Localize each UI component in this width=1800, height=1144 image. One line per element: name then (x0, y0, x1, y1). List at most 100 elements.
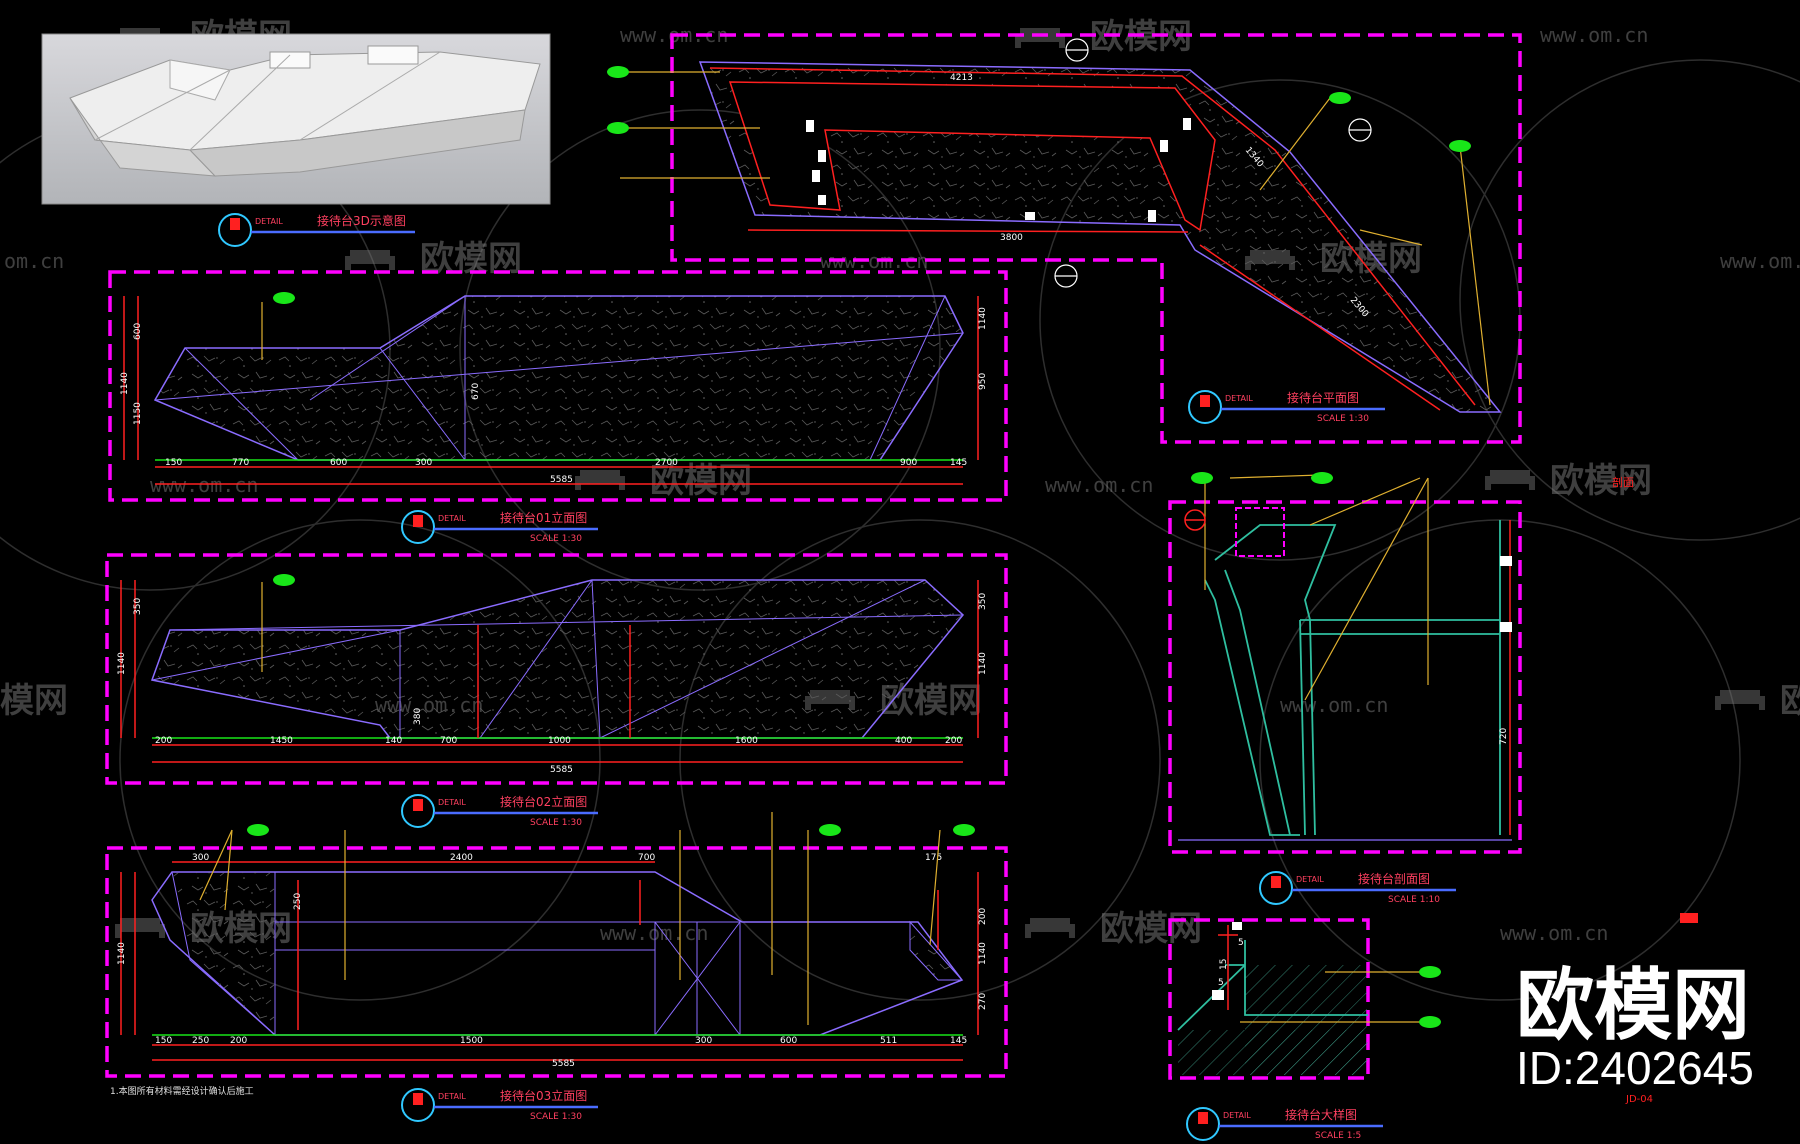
view-marker-flag (1271, 876, 1281, 888)
view-title-text: 接待台大样图 (1285, 1107, 1357, 1122)
dimension-label: 600 (780, 1036, 797, 1046)
elev-3-frame (105, 846, 1008, 1078)
elev3-tags (247, 824, 975, 836)
brand-name: 欧模网 (1516, 961, 1750, 1051)
elev1-outline (153, 295, 964, 461)
watermark-brand: 欧模网 (1090, 17, 1192, 57)
sheet-number: JD-04 (1625, 1094, 1653, 1105)
dimension-label: 250 (293, 893, 303, 910)
dimension-label: 350 (133, 598, 143, 615)
dimension-label: 350 (978, 593, 988, 610)
view-scale-text: SCALE 1:10 (1388, 895, 1440, 905)
dimension-label: 1000 (548, 736, 571, 746)
plan-view: 4213 3800 1340 2300 (607, 38, 1502, 413)
view-detail-label: DETAIL (1296, 875, 1324, 884)
watermark-url: www.om.cn (1540, 23, 1648, 47)
dimension-label: 1140 (978, 652, 988, 675)
view-marker-flag (230, 218, 240, 230)
view-detail-label: DETAIL (438, 514, 466, 523)
dimension-label: 2700 (655, 458, 678, 468)
view-marker-flag (1198, 1112, 1208, 1124)
elev2-outline (150, 579, 965, 739)
view-title-text: 接待台03立面图 (500, 1088, 587, 1103)
detail-dim: 5 (1218, 978, 1224, 988)
section-tags (1191, 472, 1333, 484)
dimension-label: 200 (945, 736, 962, 746)
dimension-label: 2400 (450, 853, 473, 863)
dimension-label: 1450 (270, 736, 293, 746)
detail-tags (1419, 966, 1441, 1028)
section-frame (1168, 500, 1522, 854)
view-scale-text: SCALE 1:30 (1317, 414, 1369, 424)
dimension-label: 600 (133, 323, 143, 340)
detail-view: 5 15 5 (1177, 913, 1698, 1075)
plan-desk-outline (698, 61, 1502, 413)
elev3-stone-face (171, 871, 276, 1037)
watermark-brand: 欧模网 (1550, 461, 1652, 501)
dimension-label: 1140 (117, 652, 127, 675)
watermark-url: www.om.cn (150, 473, 258, 497)
plan-dim-outer (709, 67, 1476, 406)
plan-frame (670, 33, 1522, 444)
dimension-label: 175 (925, 853, 942, 863)
view-title-text: 接待台平面图 (1287, 390, 1359, 405)
dimension-label: 140 (385, 736, 402, 746)
dimension-label: 1500 (460, 1036, 483, 1046)
watermark-brand-fragment: 模网 (0, 681, 68, 721)
dimension-label: 700 (440, 736, 457, 746)
dimension-label: 200 (155, 736, 172, 746)
view-marker-flag (413, 799, 423, 811)
dimension-label: 300 (695, 1036, 712, 1046)
view-scale-text: SCALE 1:30 (530, 818, 582, 828)
dimension-label: 1140 (978, 307, 988, 330)
section-ref-label: 剖面 (1612, 475, 1634, 489)
watermark-url-fragment: om.cn (4, 249, 64, 273)
render-desk (69, 45, 541, 177)
dimension-label: 200 (978, 908, 988, 925)
watermark-url: www.om.cn (1280, 693, 1388, 717)
dimension-label: 900 (900, 458, 917, 468)
elev-1-frame (108, 270, 1008, 502)
viewport-frames (105, 33, 1522, 1080)
dimension-label: 250 (192, 1036, 209, 1046)
dimension-label: 270 (978, 993, 988, 1010)
view-title-text: 接待台剖面图 (1358, 871, 1430, 886)
render-panel (41, 33, 551, 205)
dimension-label: 600 (330, 458, 347, 468)
plan-leaders (620, 71, 1491, 406)
view-detail-label: DETAIL (1225, 394, 1253, 403)
dimension-label: 200 (230, 1036, 247, 1046)
view-scale-text: SCALE 1:5 (1315, 1131, 1361, 1141)
section-view: 720 剖面 (1178, 472, 1634, 841)
dimension-label: 150 (165, 458, 182, 468)
view-marker-flag (413, 1093, 423, 1105)
plan-tags (607, 66, 1471, 152)
dimension-label: 670 (471, 383, 481, 400)
elev3-dim-total: 5585 (552, 1059, 575, 1069)
elev1-dim-total: 5585 (550, 475, 573, 485)
dimension-label: 700 (638, 853, 655, 863)
view-title-text: 接待台01立面图 (500, 510, 587, 525)
view-marker-circle (401, 1088, 435, 1122)
watermark-url: www.om.cn (1045, 473, 1153, 497)
elev3-stone-face (909, 920, 964, 981)
dimension-label: 1150 (133, 402, 143, 425)
section-marker-icon (1054, 38, 1372, 288)
view-marker-circle (1186, 1107, 1220, 1141)
material-tag (273, 574, 295, 586)
view-title-section: DETAIL 接待台剖面图 SCALE 1:10 (1259, 871, 1456, 905)
dimension-label: 145 (950, 458, 967, 468)
elev2-dim-total: 5585 (550, 765, 573, 775)
view-marker-flag (1200, 395, 1210, 407)
